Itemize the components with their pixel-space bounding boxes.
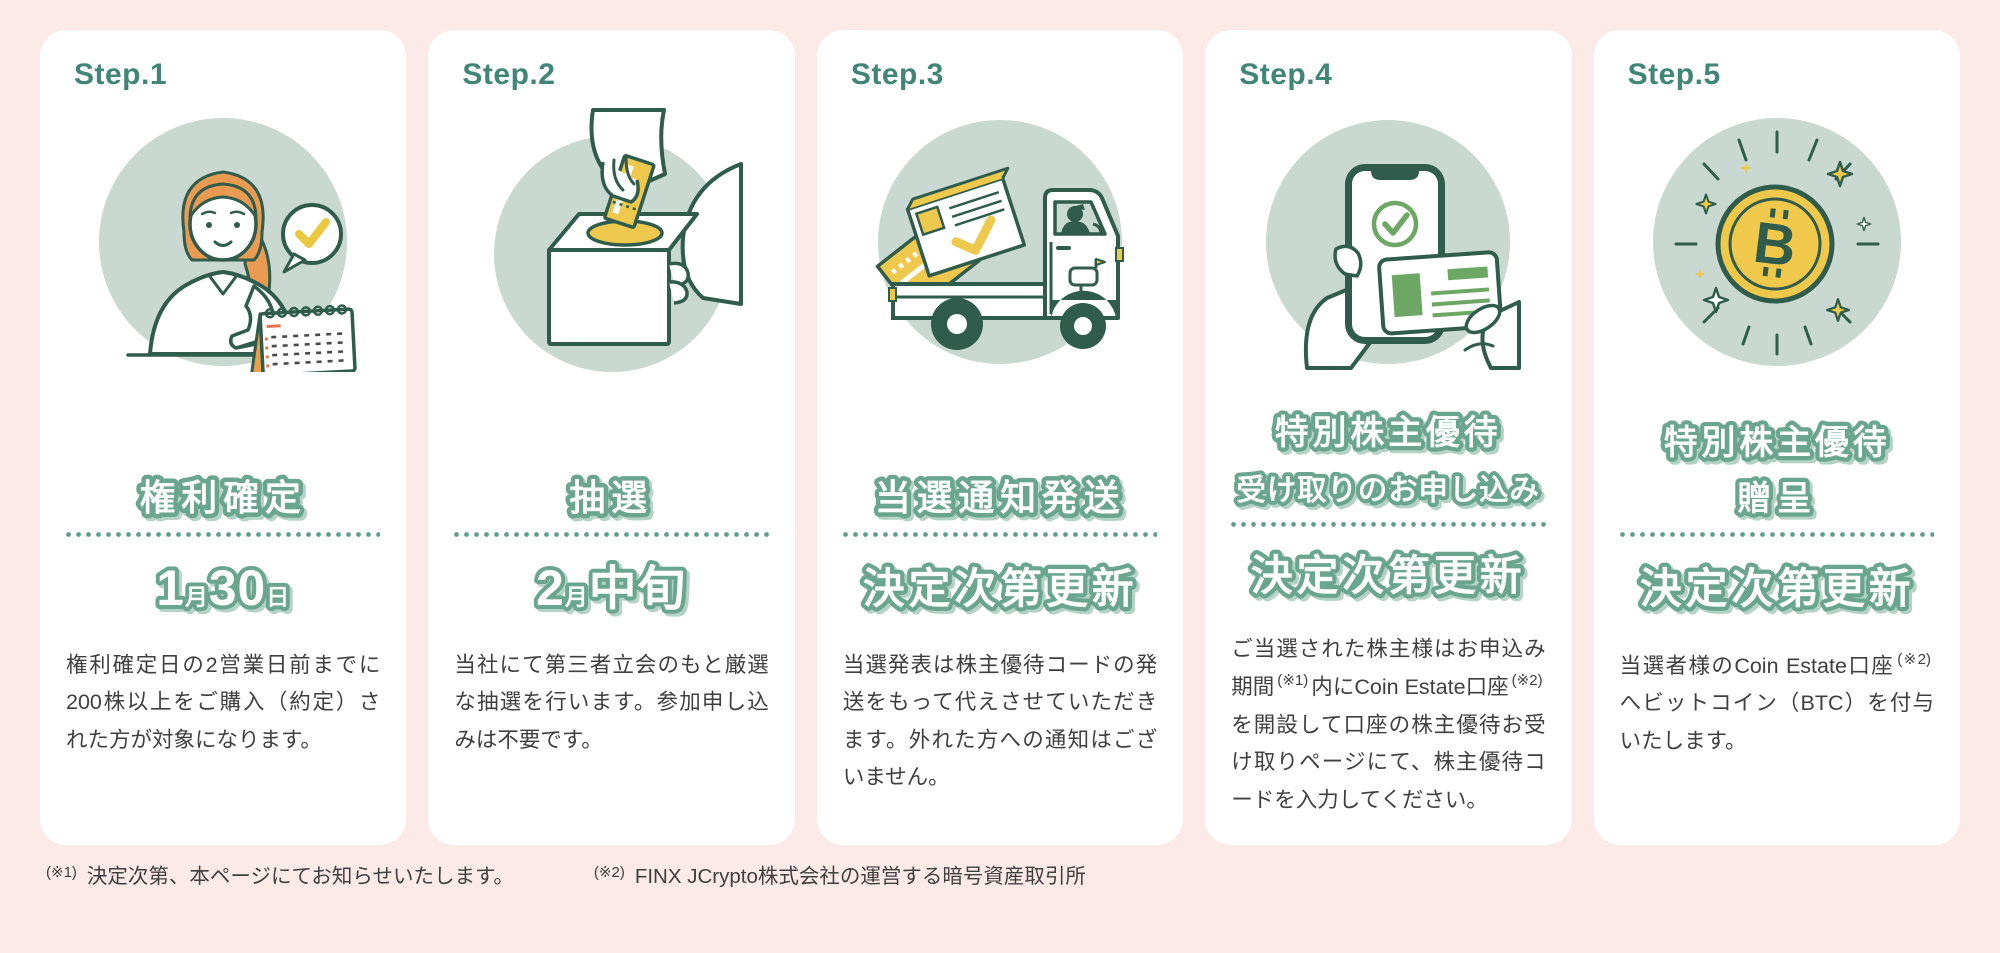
- step-card-2: Step.2: [428, 30, 795, 845]
- woman-calendar-illustration: [88, 102, 358, 372]
- delivery-truck-illustration: [865, 102, 1135, 372]
- svg-text:決定次第更新: 決定次第更新: [863, 565, 1138, 612]
- step-title: 当選通知発送: [841, 372, 1159, 522]
- step-description: 当選者様のCoin Estate口座(※2)へビットコイン（BTC）を付与いたし…: [1619, 651, 1935, 753]
- footnote-marker: (※2): [593, 864, 625, 881]
- dotted-divider: [842, 532, 1158, 537]
- footnote-marker: (※1): [46, 864, 77, 881]
- footnote-item-2: (※2) FINX JCrypto株式会社の運営する暗号資産取引所: [594, 863, 1086, 892]
- step-title: 権利確定: [64, 372, 382, 522]
- footnote-ref: (※2): [1511, 672, 1543, 690]
- footnote-text: 決定次第、本ページにてお知らせいたします。: [86, 865, 514, 888]
- step-label: Step.2: [462, 58, 556, 91]
- phone-card-illustration: [1253, 102, 1523, 372]
- bitcoin-coin-illustration: B: [1642, 102, 1912, 372]
- step-description: 権利確定日の2営業日前までに200株以上をご購入（約定）された方が対象になります…: [66, 653, 381, 752]
- step-title: 特別株主優待 贈呈: [1618, 372, 1936, 522]
- svg-text:抽選: 抽選: [570, 478, 654, 518]
- svg-text:2月中旬: 2月中旬: [537, 560, 687, 616]
- step-card-5: Step.5: [1593, 30, 1961, 845]
- footnote-text: FINX JCrypto株式会社の運営する暗号資産取引所: [634, 865, 1086, 888]
- svg-text:受け取りのお申し込み: 受け取りのお申し込み: [1237, 474, 1540, 507]
- svg-text:権利確定: 権利確定: [140, 478, 307, 518]
- step-description: 当選発表は株主優待コードの発送をもって代えさせていただきます。外れた方への通知は…: [842, 653, 1158, 790]
- svg-text:決定次第更新: 決定次第更新: [1251, 552, 1526, 599]
- dotted-divider: [1619, 532, 1935, 537]
- svg-text:1月30日: 1月30日: [156, 560, 290, 616]
- steps-section: Step.1: [40, 30, 1961, 845]
- step-status: 決定次第更新: [1618, 537, 1936, 633]
- svg-text:決定次第更新: 決定次第更新: [1640, 565, 1915, 612]
- step-status: 1月30日: [64, 537, 382, 633]
- step-card-3: Step.3: [816, 30, 1184, 845]
- step-label: Step.1: [74, 58, 168, 91]
- svg-text:特別株主優待: 特別株主優待: [1275, 414, 1502, 452]
- footnotes: (※1) 決定次第、本ページにてお知らせいたします。 (※2) FINX JCr…: [0, 863, 2000, 892]
- step-status: 決定次第更新: [1229, 527, 1547, 617]
- svg-text:贈呈: 贈呈: [1737, 480, 1817, 518]
- svg-text:B: B: [1750, 210, 1799, 280]
- footnote-ref: (※1): [1277, 672, 1309, 690]
- dotted-divider: [1231, 522, 1546, 528]
- footnote-ref: (※2): [1897, 651, 1932, 668]
- step-card-1: Step.1: [40, 30, 407, 845]
- dotted-divider: [66, 532, 381, 537]
- svg-text:特別株主優待: 特別株主優待: [1663, 424, 1890, 462]
- step-label: Step.4: [1239, 58, 1333, 91]
- step-description: ご当選された株主様はお申込み期間(※1)内にCoin Estate口座(※2)を…: [1231, 636, 1546, 812]
- step-status: 決定次第更新: [841, 537, 1159, 633]
- footnote-item-1: (※1) 決定次第、本ページにてお知らせいたします。: [46, 863, 514, 892]
- dotted-divider: [454, 532, 769, 537]
- step-title: 特別株主優待 受け取りのお申し込み: [1229, 372, 1547, 512]
- step-label: Step.3: [850, 58, 944, 91]
- step-status: 2月中旬: [452, 537, 770, 633]
- step-card-4: Step.4: [1205, 30, 1572, 845]
- step-title: 抽選: [452, 372, 770, 522]
- ballot-box-illustration: [477, 102, 747, 372]
- svg-text:当選通知発送: 当選通知発送: [875, 478, 1126, 518]
- step-label: Step.5: [1627, 58, 1721, 91]
- step-description: 当社にて第三者立会のもと厳選な抽選を行います。参加申し込みは不要です。: [454, 653, 769, 752]
